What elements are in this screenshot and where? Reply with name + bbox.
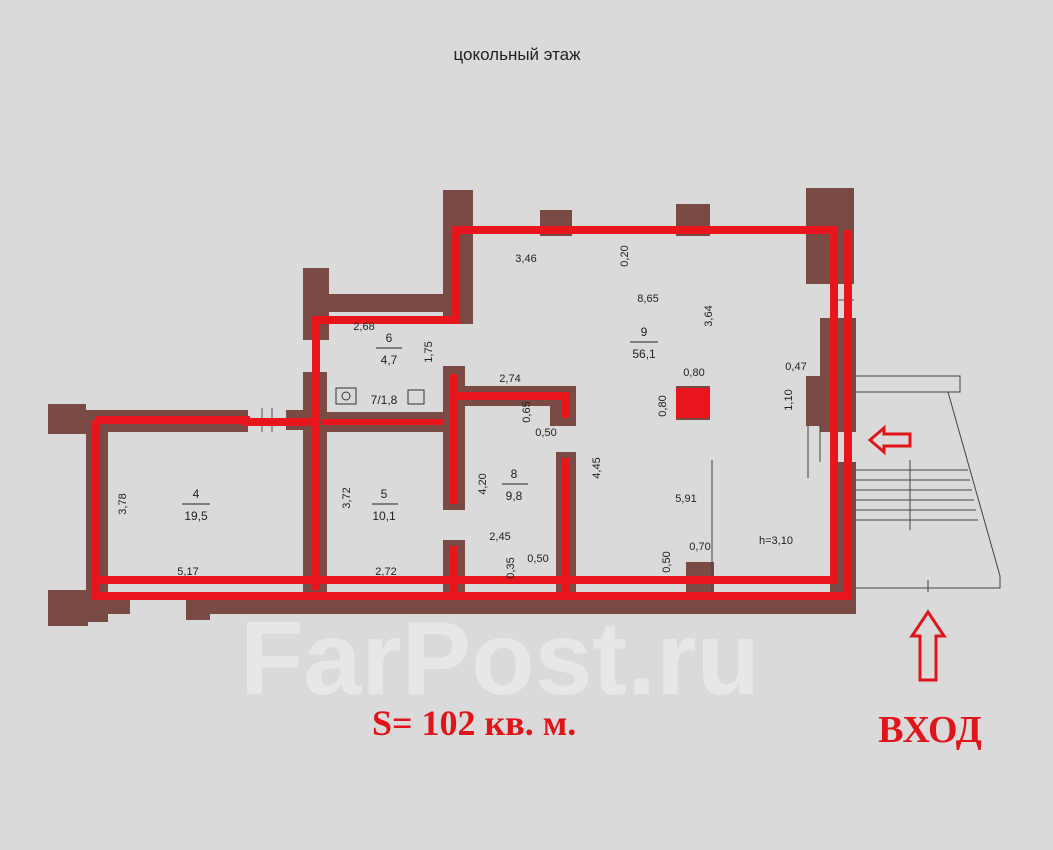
room-5-label: 5 10,1 — [372, 487, 398, 523]
svg-text:9,8: 9,8 — [506, 489, 523, 503]
dim-0-35: 0,35 — [505, 557, 517, 578]
column-highlight — [676, 388, 710, 418]
dim-0-47: 0,47 — [785, 361, 806, 373]
dim-3-72: 3,72 — [341, 487, 353, 508]
svg-text:6: 6 — [386, 331, 393, 345]
dim-0-65: 0,65 — [521, 401, 533, 422]
svg-text:9: 9 — [641, 325, 648, 339]
dim-3-46: 3,46 — [515, 253, 536, 265]
wall-segment — [303, 294, 463, 312]
ceiling-height: h=3,10 — [759, 535, 793, 547]
dim-5-17: 5,17 — [177, 566, 198, 578]
toilet-icon — [335, 387, 357, 405]
svg-text:56,1: 56,1 — [632, 347, 656, 361]
dim-0-70: 0,70 — [689, 541, 710, 553]
dim-8-65: 8,65 — [637, 293, 658, 305]
dim-0-80-top: 0,80 — [683, 367, 704, 379]
bathroom-fixtures — [335, 387, 425, 405]
svg-text:8: 8 — [511, 467, 518, 481]
dim-3-64: 3,64 — [703, 305, 715, 326]
openings — [130, 284, 856, 614]
dim-2-74: 2,74 — [499, 373, 520, 385]
dim-2-72: 2,72 — [375, 566, 396, 578]
wall-segment — [48, 590, 88, 626]
dim-0-50-c: 0,50 — [661, 551, 673, 572]
svg-text:4: 4 — [193, 487, 200, 501]
dim-2-68: 2,68 — [353, 321, 374, 333]
area-label: S= 102 кв. м. — [372, 703, 576, 743]
entrance-arrow-up-icon — [909, 609, 947, 682]
room-6-label: 6 4,7 — [376, 331, 402, 367]
svg-text:10,1: 10,1 — [372, 509, 396, 523]
dim-0-80-side: 0,80 — [657, 395, 669, 416]
room-8-label: 8 9,8 — [502, 467, 528, 503]
entrance-label: ВХОД — [878, 709, 982, 751]
svg-text:4,7: 4,7 — [381, 353, 398, 367]
dim-0-20: 0,20 — [619, 245, 631, 266]
dim-1-75: 1,75 — [423, 341, 435, 362]
boiler-icon — [407, 389, 425, 405]
svg-text:5: 5 — [381, 487, 388, 501]
watermark: FarPost.ru — [240, 601, 760, 717]
wall-segment — [806, 376, 826, 426]
dim-0-50-b: 0,50 — [527, 553, 548, 565]
room-9-label: 9 56,1 — [630, 325, 658, 361]
dim-4-45: 4,45 — [591, 457, 603, 478]
plan-title: цокольный этаж — [453, 45, 581, 64]
dim-3-78: 3,78 — [117, 493, 129, 514]
dim-5-91: 5,91 — [675, 493, 696, 505]
dim-4-20: 4,20 — [477, 473, 489, 494]
dimension-labels: 3,46 0,20 8,65 3,64 2,68 1,75 2,74 0,80 … — [117, 245, 807, 578]
premises-outline — [92, 226, 838, 584]
premises-outline-left — [92, 230, 852, 600]
dim-2-45: 2,45 — [489, 531, 510, 543]
room-7-label: 7/1,8 — [371, 393, 398, 407]
wall-segment — [48, 404, 86, 434]
svg-text:19,5: 19,5 — [184, 509, 208, 523]
room-4-label: 4 19,5 — [182, 487, 210, 523]
svg-text:7/1,8: 7/1,8 — [371, 393, 398, 407]
dim-1-10: 1,10 — [783, 389, 795, 410]
sink-icon — [341, 391, 351, 401]
outline-partition — [454, 392, 570, 418]
dim-0-50-a: 0,50 — [535, 427, 556, 439]
entrance-stairs — [711, 375, 1001, 592]
entrance-arrow-left-icon — [867, 424, 912, 456]
